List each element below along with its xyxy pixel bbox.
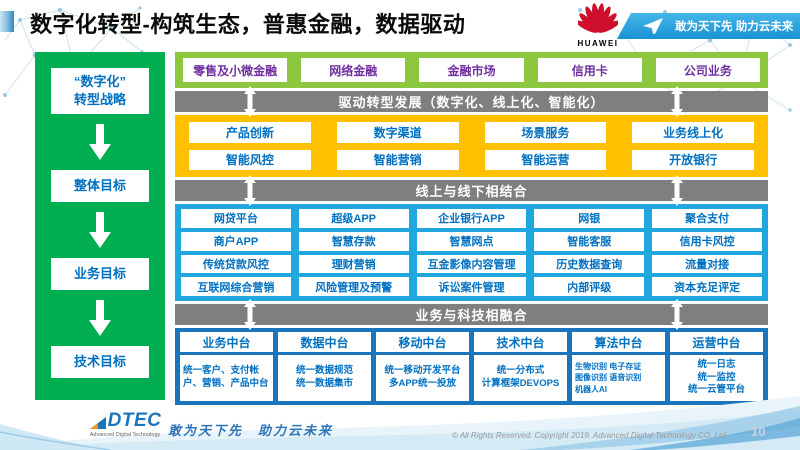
platform-section: 业务中台 统一客户、支付帐户、营销、产品中台 数据中台 统一数据规范 统一数据集… [175,328,768,405]
platform-desc: 统一数据规范 统一数据集市 [278,355,371,401]
strategy-box-digital: “数字化” 转型战略 [51,68,149,115]
platform-col-tech: 技术中台 统一分布式 计算框架DEVOPS [474,332,567,401]
app-box: 网贷平台 [181,209,291,228]
header-banner: 敢为天下先 助力云未来 [617,13,800,39]
bar-label: 线上与线下相结合 [415,184,528,199]
strategy-box-business: 业务目标 [51,258,149,291]
platform-col-data: 数据中台 统一数据规范 统一数据集市 [278,332,371,401]
updown-arrow-icon [244,175,257,206]
dtec-logo: DTEC Advanced Digital Technology [86,410,164,438]
capability-box: 数字渠道 [336,122,459,143]
platform-title: 算法中台 [572,332,665,352]
capability-box: 场景服务 [484,122,607,143]
platform-desc: 统一移动开发平台 多APP统一投放 [376,355,469,401]
bar-drive-transform: 驱动转型发展（数字化、线上化、智能化） [175,86,768,117]
bar-label: 业务与科技相融合 [415,308,528,323]
app-box: 聚合支付 [652,209,762,228]
banner-motto: 敢为天下先 助力云未来 [675,21,794,33]
app-box: 诉讼案件管理 [416,277,527,296]
down-arrow-icon [89,300,111,337]
app-box: 内部评级 [534,277,645,296]
platform-desc: 统一分布式 计算框架DEVOPS [474,355,567,401]
app-box: 智慧网点 [416,231,527,251]
page-number: 10 [751,424,766,439]
app-box: 流量对接 [652,254,762,274]
app-box: 智能客服 [534,231,645,251]
platform-desc: 统一客户、支付帐户、营销、产品中台 [180,355,273,401]
updown-arrow-icon [671,175,684,206]
capability-section: 产品创新 数字渠道 场景服务 业务线上化 智能风控 智能营销 智能运营 开放银行 [175,115,768,177]
app-box: 超级APP [298,209,409,228]
app-box: 网银 [534,209,645,228]
platform-desc: 统一日志 统一监控 统一云管平台 [670,355,763,401]
platform-title: 数据中台 [278,332,371,352]
huawei-logo: HUAWEI [574,3,622,48]
platform-title: 业务中台 [180,332,273,352]
capability-row: 智能风控 智能营销 智能运营 开放银行 [189,149,754,170]
platform-col-mobile: 移动中台 统一移动开发平台 多APP统一投放 [376,332,469,401]
platform-col-algorithm: 算法中台 生物识别 电子存证 图像识别 语音识别 机器人AI [572,332,665,401]
platform-col-business: 业务中台 统一客户、支付帐户、营销、产品中台 [180,332,273,401]
bar-business-tech: 业务与科技相融合 [175,299,768,330]
page-title: 数字化转型-构筑生态，普惠金融，数据驱动 [30,12,466,37]
strategy-box-tech: 技术目标 [51,346,149,378]
app-box: 互联网综合营销 [181,277,291,296]
title-accent-bar [0,11,14,32]
application-grid: 网贷平台 超级APP 企业银行APP 网银 聚合支付 商户APP 智慧存款 智慧… [175,204,768,301]
capability-box: 产品创新 [189,122,311,143]
updown-arrow-icon [244,86,257,117]
app-box: 传统贷款风控 [181,254,291,274]
platform-desc: 生物识别 电子存证 图像识别 语音识别 机器人AI [572,355,665,401]
platform-title: 运营中台 [670,332,763,352]
platform-title: 移动中台 [376,332,469,352]
paper-plane-icon [643,17,663,34]
platform-title: 技术中台 [474,332,567,352]
business-lines-row: 零售及小微金融 网络金融 金融市场 信用卡 公司业务 [175,52,768,88]
huawei-wordmark: HUAWEI [577,39,619,48]
business-line-box: 信用卡 [537,58,642,82]
app-box: 历史数据查询 [534,254,645,274]
updown-arrow-icon [244,299,257,330]
capability-box: 智能风控 [189,149,311,170]
dtec-wordmark: DTEC [107,410,162,431]
footer-motto: 敢为天下先 助力云未来 [168,423,334,438]
business-line-box: 零售及小微金融 [183,58,288,82]
app-box: 互金影像内容管理 [416,254,527,274]
bar-online-offline: 线上与线下相结合 [175,175,768,206]
capability-box: 智能营销 [336,149,459,170]
capability-box: 业务线上化 [632,122,754,143]
business-line-box: 网络金融 [301,58,406,82]
capability-box: 开放银行 [632,149,754,170]
capability-row: 产品创新 数字渠道 场景服务 业务线上化 [189,122,754,143]
main-content: 零售及小微金融 网络金融 金融市场 信用卡 公司业务 驱动转型发展（数字化、线上… [175,52,768,405]
app-box: 商户APP [181,231,291,251]
app-box: 信用卡风控 [652,231,762,251]
app-box: 风险管理及预警 [298,277,409,296]
capability-box: 智能运营 [484,149,607,170]
app-box: 企业银行APP [416,209,527,228]
app-box: 智慧存款 [298,231,409,251]
copyright-text: © All Rights Reserved. Copyright 2019. A… [452,431,726,440]
updown-arrow-icon [671,299,684,330]
strategy-box-overall: 整体目标 [51,170,149,203]
dtec-subtitle: Advanced Digital Technology [89,432,161,438]
business-line-box: 金融市场 [419,58,524,82]
platform-col-operation: 运营中台 统一日志 统一监控 统一云管平台 [670,332,763,401]
app-box: 资本充足评定 [652,277,762,296]
strategy-panel: “数字化” 转型战略 整体目标 业务目标 技术目标 [35,52,165,400]
dtec-arrow-icon [89,417,106,429]
updown-arrow-icon [671,86,684,117]
down-arrow-icon [89,124,111,161]
huawei-flower-icon [576,3,620,33]
bar-label: 驱动转型发展（数字化、线上化、智能化） [338,95,605,110]
app-box: 理财营销 [298,254,409,274]
down-arrow-icon [89,212,111,249]
business-line-box: 公司业务 [655,58,761,82]
